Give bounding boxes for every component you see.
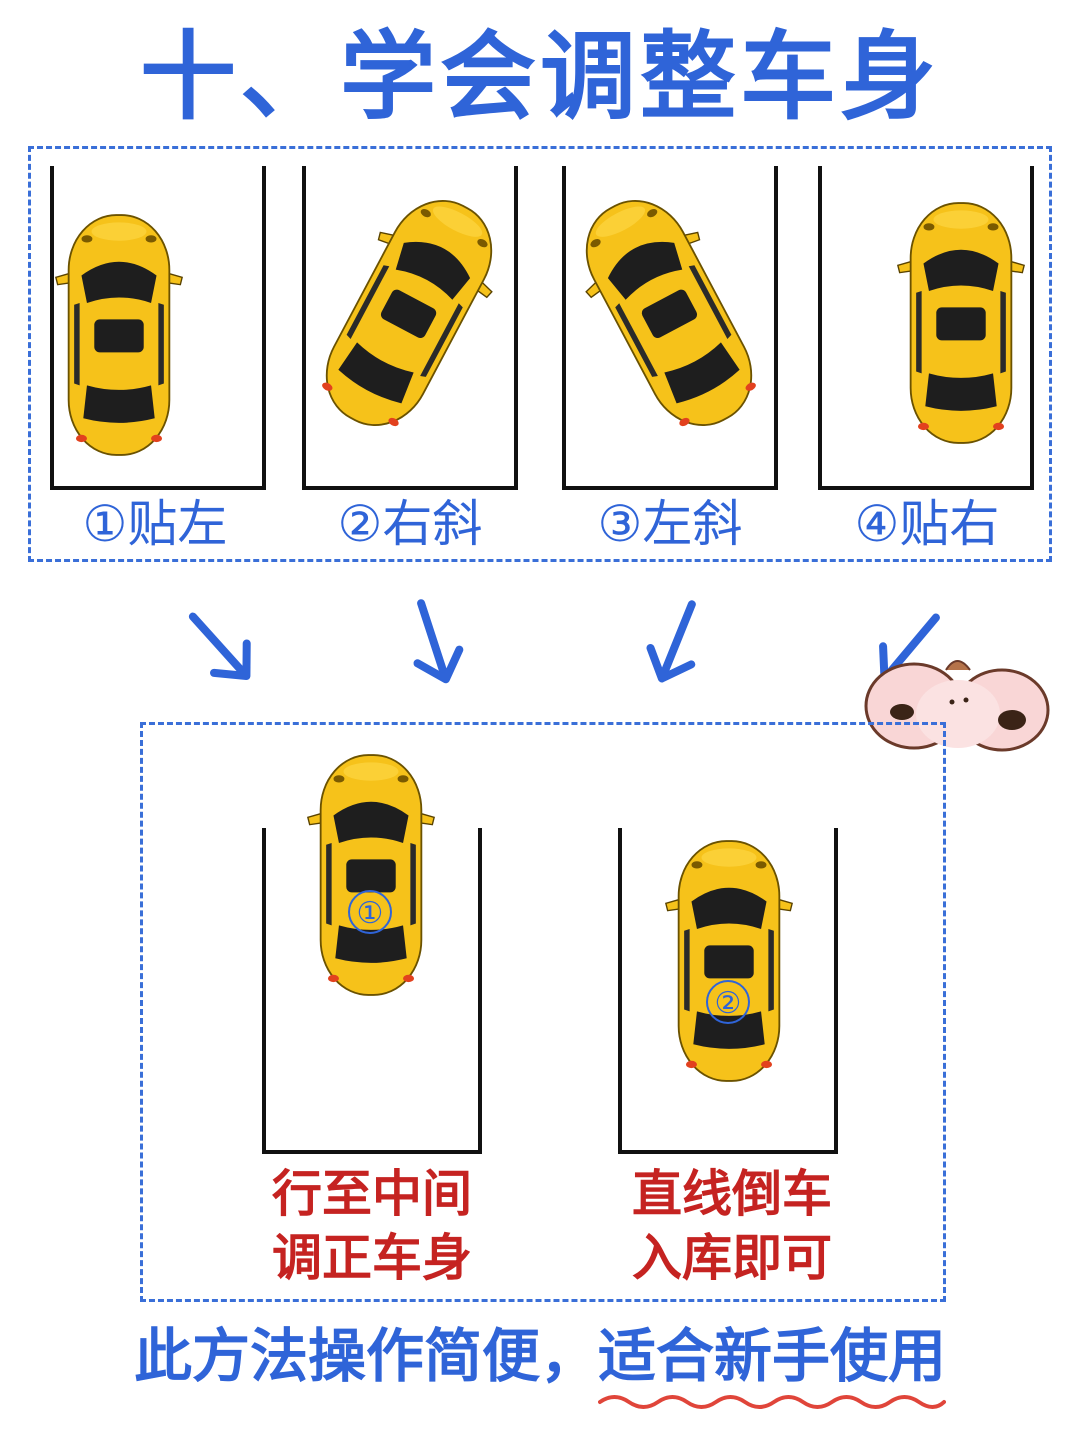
car-icon — [306, 740, 436, 1010]
car-icon — [896, 188, 1026, 458]
car-icon — [54, 200, 184, 470]
step-label-3: ③左斜 — [555, 494, 785, 554]
arrow-icon — [156, 583, 290, 718]
step-label-4: ④贴右 — [812, 494, 1042, 554]
footer-highlight-text: 适合新手使用 — [598, 1322, 946, 1390]
arrow-icon — [615, 583, 736, 709]
note-2-line-1: 直线倒车 — [602, 1162, 862, 1226]
car-icon — [664, 826, 794, 1096]
footer-text: 此方法操作简便，适合新手使用 — [0, 1318, 1080, 1394]
car-marker-2: ② — [706, 980, 750, 1024]
arrow-icon — [377, 585, 493, 708]
note-2-line-2: 入库即可 — [602, 1226, 862, 1290]
note-1-line-2: 调正车身 — [242, 1226, 502, 1290]
note-1: 行至中间 调正车身 — [242, 1162, 502, 1290]
note-2: 直线倒车 入库即可 — [602, 1162, 862, 1290]
footer-plain: 此方法操作简便， — [134, 1322, 598, 1390]
car-marker-1: ① — [348, 890, 392, 934]
footer-highlight: 适合新手使用 — [598, 1318, 946, 1394]
step-label-2: ②右斜 — [295, 494, 525, 554]
page-title: 十、学会调整车身 — [0, 22, 1080, 132]
step-label-1: ①贴左 — [40, 494, 270, 554]
note-1-line-1: 行至中间 — [242, 1162, 502, 1226]
squiggle-underline — [598, 1390, 946, 1412]
